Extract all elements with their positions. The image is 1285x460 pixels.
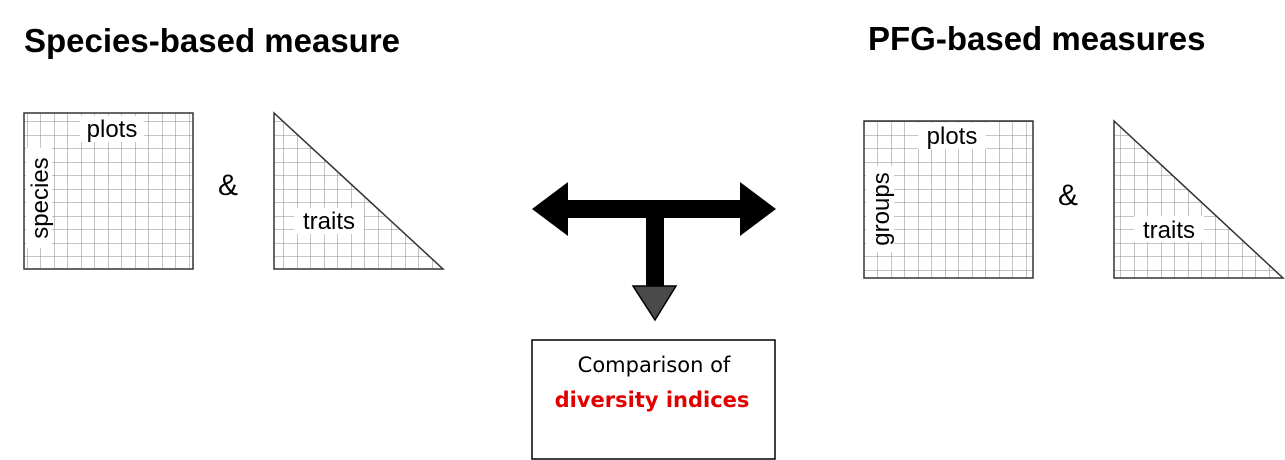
comparison-result-box: Comparison of diversity indices — [531, 339, 776, 460]
triangle-label: traits — [303, 208, 355, 235]
right-arrowhead-icon — [740, 182, 776, 236]
ampersand-left: & — [218, 169, 238, 202]
triangle-label: traits — [1143, 217, 1195, 244]
down-arrowhead-icon — [631, 285, 678, 322]
comparison-text: Comparison of — [578, 353, 731, 377]
matrix-top-label: plots — [927, 123, 978, 150]
matrix-side-label: groups — [868, 172, 895, 245]
comparison-arrow — [532, 182, 776, 322]
left-arrowhead-icon — [532, 182, 568, 236]
traits-triangle-right: traits — [1113, 119, 1285, 279]
species-plots-matrix: plots species — [23, 112, 194, 270]
diversity-indices-text: diversity indices — [555, 388, 750, 412]
pfg-based-heading: PFG-based measures — [868, 20, 1206, 57]
traits-triangle-left: traits — [273, 111, 445, 270]
ampersand-right: & — [1058, 179, 1078, 212]
species-based-heading: Species-based measure — [24, 22, 401, 59]
matrix-side-label: species — [27, 157, 54, 238]
groups-plots-matrix: plots groups — [863, 120, 1034, 279]
matrix-top-label: plots — [87, 116, 138, 143]
